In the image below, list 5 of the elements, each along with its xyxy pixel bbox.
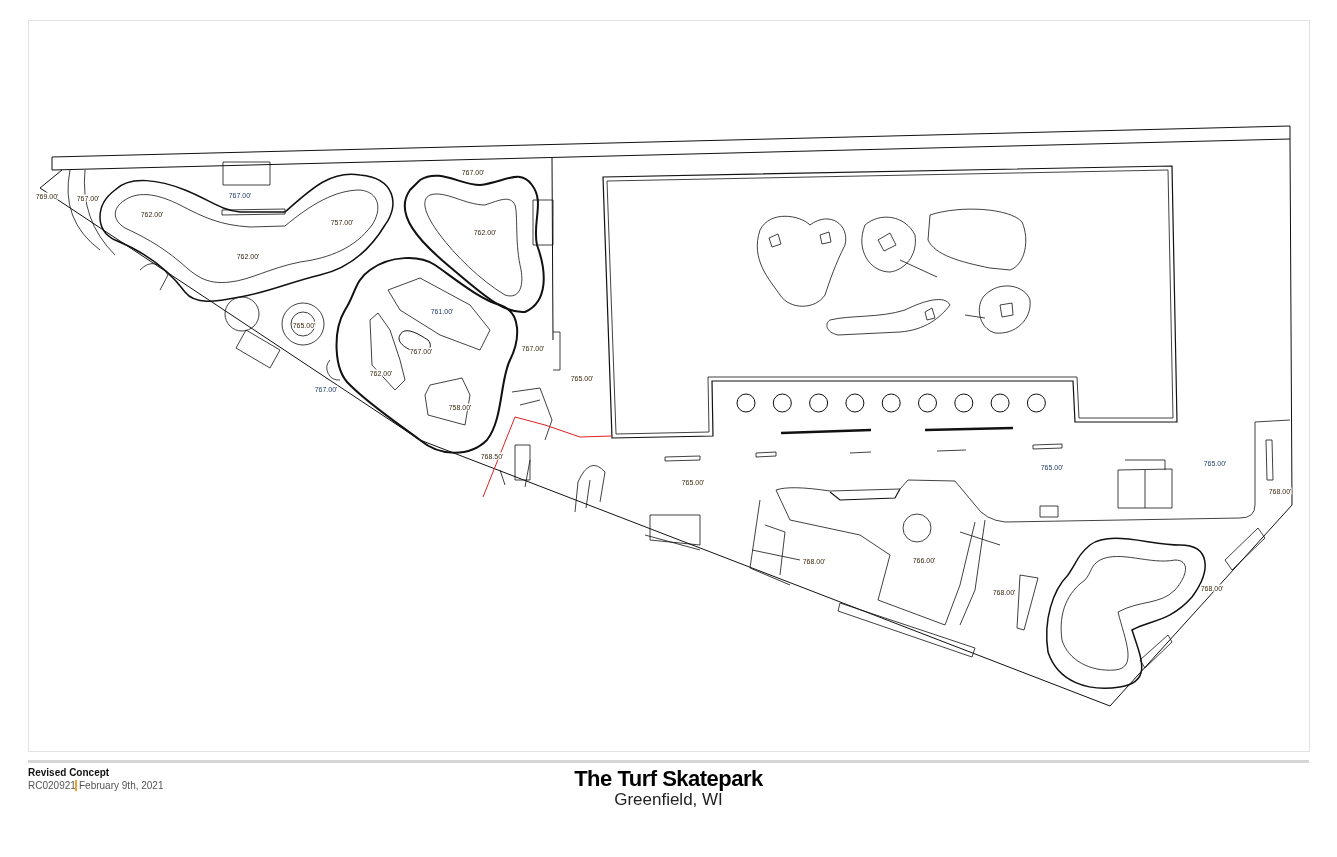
drawing-date: February 9th, 2021 bbox=[79, 780, 164, 791]
location-text: Greenfield, WI bbox=[614, 790, 723, 809]
park-title: The Turf Skatepark bbox=[574, 766, 763, 792]
drawing-status: Revised Concept bbox=[28, 767, 110, 778]
drawing-code: RC020921 bbox=[28, 780, 76, 791]
